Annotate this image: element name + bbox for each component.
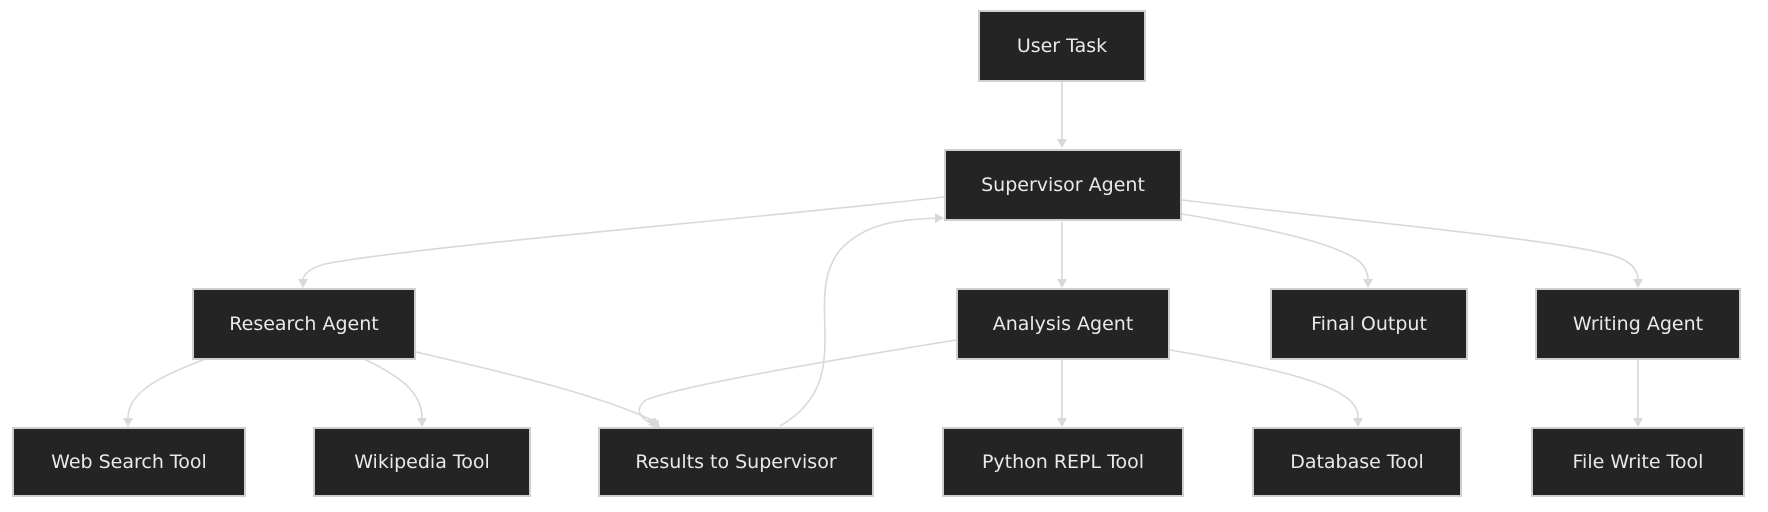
edge-supervisor-to-research xyxy=(298,196,945,288)
edge-analysis-to-python-repl xyxy=(1057,360,1067,427)
node-writing-agent: Writing Agent xyxy=(1535,288,1741,360)
node-user-task: User Task xyxy=(978,10,1146,82)
edge-analysis-to-database xyxy=(1169,349,1363,427)
node-database-tool: Database Tool xyxy=(1252,427,1462,497)
edge-supervisor-to-analysis xyxy=(1057,222,1067,288)
edge-results-to-supervisor xyxy=(779,213,944,427)
edge-research-to-web-search xyxy=(123,357,209,427)
node-research-agent: Research Agent xyxy=(192,288,416,360)
edge-writing-to-file-write xyxy=(1633,360,1643,427)
edge-supervisor-to-final-output xyxy=(1181,213,1373,288)
node-analysis-agent: Analysis Agent xyxy=(956,288,1170,360)
edge-research-to-results xyxy=(415,351,660,429)
node-wikipedia-tool: Wikipedia Tool xyxy=(313,427,531,497)
edge-research-to-wikipedia xyxy=(361,357,427,427)
node-results-to-supervisor: Results to Supervisor xyxy=(598,427,874,497)
edge-user-task-to-supervisor xyxy=(1057,82,1067,148)
node-python-repl-tool: Python REPL Tool xyxy=(942,427,1184,497)
edge-analysis-to-results xyxy=(638,339,957,429)
edge-supervisor-to-writing xyxy=(1181,199,1643,288)
node-final-output: Final Output xyxy=(1270,288,1468,360)
node-supervisor-agent: Supervisor Agent xyxy=(944,149,1182,221)
node-file-write-tool: File Write Tool xyxy=(1531,427,1745,497)
node-web-search-tool: Web Search Tool xyxy=(12,427,246,497)
